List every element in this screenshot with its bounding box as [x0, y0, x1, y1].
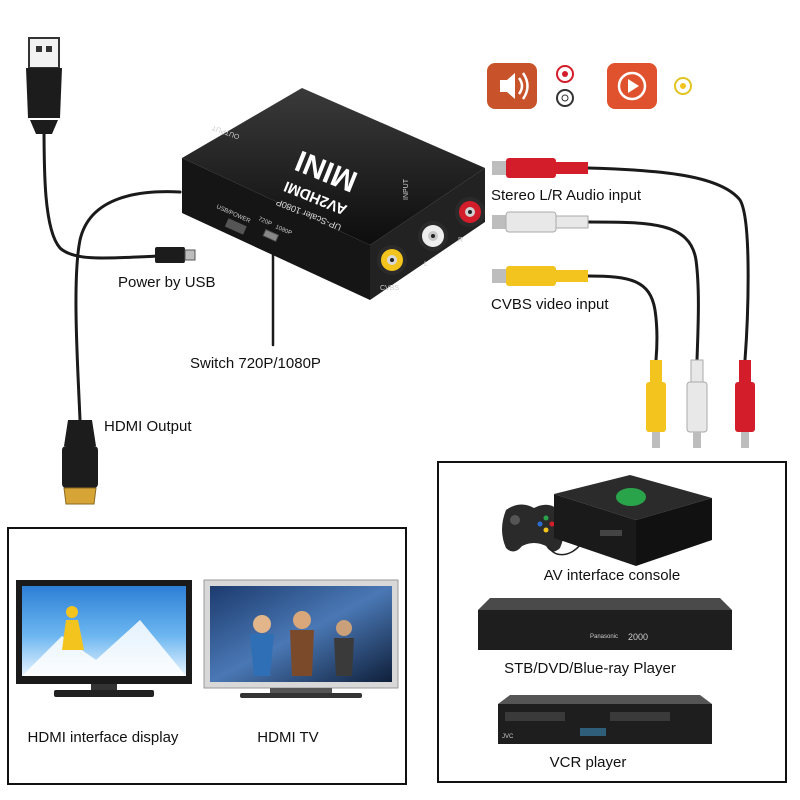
source-devices-panel: AV interface console Panasonic 2000 STB/…: [437, 461, 787, 783]
cvbs-input-label: CVBS video input: [491, 296, 609, 313]
tv-icon: [203, 579, 399, 698]
usb-plug: [26, 37, 62, 134]
output-devices-panel: HDMI interface display HDMI TV: [7, 527, 407, 785]
rca-plug-red-left: [492, 158, 588, 178]
input-label: INPUT: [403, 178, 410, 200]
console-label: AV interface console: [544, 567, 680, 584]
video-connector-dot: [674, 77, 692, 95]
yellow-rca-cable: [586, 274, 659, 362]
red-rca-cable: [586, 166, 750, 362]
rca-plug-yellow-right: [646, 360, 666, 448]
adapter-box: MINI AV2HDMI UP-Scaler 1080P OUTPUT INPU…: [182, 88, 485, 300]
vcr-brand: JVC: [502, 734, 514, 740]
console-icon: [554, 475, 712, 566]
speaker-icon: [487, 63, 537, 109]
hdmi-plug: [62, 420, 98, 505]
r-label: R: [458, 237, 463, 244]
vcr-label: VCR player: [550, 754, 627, 771]
usb-cable: [42, 122, 162, 260]
rca-plug-white-left: [492, 211, 589, 233]
switch-label: Switch 720P/1080P: [190, 355, 321, 372]
tv-label: HDMI TV: [257, 729, 318, 746]
bluray-display: 2000: [628, 632, 648, 642]
display-label: HDMI interface display: [28, 729, 179, 746]
gamepad-icon: [502, 504, 581, 556]
cvbs-label: CVBS: [380, 285, 399, 292]
monitor-icon: [16, 580, 192, 697]
rca-jack-white: [418, 221, 448, 251]
switch-720-label: 720P: [257, 216, 272, 227]
resolution-switch[interactable]: [262, 228, 280, 243]
stereo-input-label: Stereo L/R Audio input: [491, 187, 642, 204]
bluray-label: STB/DVD/Blue-ray Player: [504, 660, 676, 677]
mini-usb-plug: [155, 247, 196, 263]
rca-jack-yellow: [377, 245, 407, 275]
rca-plug-white-right: [686, 359, 708, 448]
usb-port: [224, 218, 247, 235]
power-usb-label: Power by USB: [118, 274, 216, 291]
play-icon: [607, 63, 657, 109]
rca-plug-yellow-left: [492, 266, 588, 286]
hdmi-cable: [74, 190, 182, 422]
audio-connector-dots: [556, 65, 574, 107]
hdmi-output-label: HDMI Output: [104, 418, 192, 435]
bluray-brand: Panasonic: [590, 634, 618, 640]
white-rca-cable: [586, 220, 700, 362]
l-label: L: [424, 261, 428, 268]
rca-jack-red: [455, 197, 485, 227]
bluray-player-icon: Panasonic 2000: [478, 598, 732, 650]
rca-plug-red-right: [735, 360, 755, 448]
vcr-icon: JVC: [498, 695, 712, 744]
